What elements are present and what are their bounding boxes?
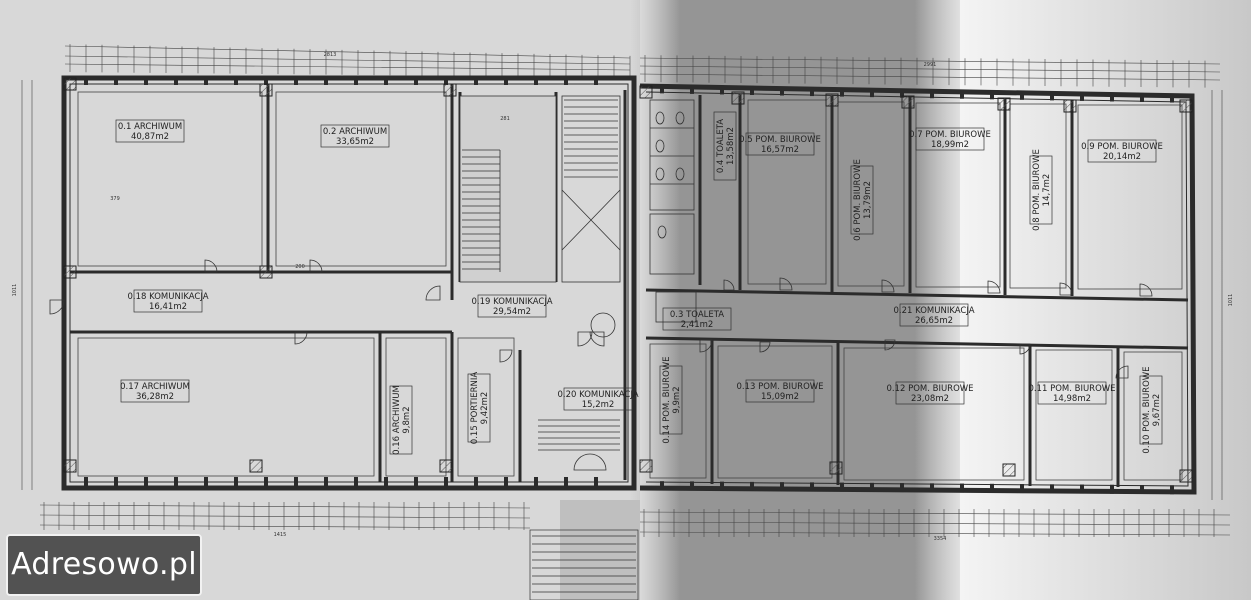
dimension-text: 379 xyxy=(110,196,120,202)
outer-walls xyxy=(61,75,1197,495)
room-name: 0.17 ARCHIWUM xyxy=(120,382,190,392)
room-area: 15,09m2 xyxy=(761,392,799,402)
room-name: 0.16 ARCHIWUM xyxy=(392,385,402,455)
room-area: 2,41m2 xyxy=(681,320,714,330)
room-area: 14,98m2 xyxy=(1053,394,1091,404)
room-name: 0.12 POM. BIUROWE xyxy=(886,384,973,394)
room-area: 13,58m2 xyxy=(726,127,736,165)
room-area: 36,28m2 xyxy=(136,392,174,402)
room-name: 0.14 POM. BIUROWE xyxy=(662,356,672,443)
room-area: 9,9m2 xyxy=(672,386,682,413)
bottom-dimension-lines xyxy=(39,504,1231,536)
room-area: 13,79m2 xyxy=(863,181,873,219)
room-area: 9,67m2 xyxy=(1152,394,1162,427)
room-name: 0.1 ARCHIWUM xyxy=(118,122,182,132)
room-name: 0.11 POM. BIUROWE xyxy=(1028,384,1115,394)
room-area: 16,57m2 xyxy=(761,145,799,155)
dimension-text: 3354 xyxy=(934,536,947,542)
dimension-text: 1415 xyxy=(274,532,287,538)
room-name: 0.21 KOMUNIKACJA xyxy=(893,306,974,316)
room-name: 0.7 POM. BIUROWE xyxy=(909,130,991,140)
room-area: 15,2m2 xyxy=(582,400,615,410)
room-name: 0.13 POM. BIUROWE xyxy=(736,382,823,392)
room-area: 29,54m2 xyxy=(493,307,531,317)
room-area: 18,99m2 xyxy=(931,140,969,150)
top-dimension-lines xyxy=(64,45,1221,81)
room-area: 20,14m2 xyxy=(1103,152,1141,162)
room-name: 0.4 TOALETA xyxy=(716,119,726,173)
adresowo-watermark: Adresowo.pl xyxy=(6,534,202,596)
room-name: 0.5 POM. BIUROWE xyxy=(739,135,821,145)
room-name: 0.10 POM. BIUROWE xyxy=(1142,366,1152,453)
room-area: 14,7m2 xyxy=(1042,174,1052,207)
toilet-fixtures xyxy=(649,99,697,323)
room-name: 0.3 TOALETA xyxy=(670,310,724,320)
room-name: 0.19 KOMUNIKACJA xyxy=(471,297,552,307)
room-name: 0.9 POM. BIUROWE xyxy=(1081,142,1163,152)
room-name: 0.18 KOMUNIKACJA xyxy=(127,292,208,302)
room-name: 0.15 PORTIERNIA xyxy=(470,372,480,445)
dimension-text: 1011 xyxy=(12,284,18,297)
dimension-text: 1011 xyxy=(1228,294,1234,307)
room-area: 16,41m2 xyxy=(149,302,187,312)
room-area: 33,65m2 xyxy=(336,137,374,147)
dimension-text: 2813 xyxy=(324,52,337,58)
room-area: 26,65m2 xyxy=(915,316,953,326)
room-name: 0.2 ARCHIWUM xyxy=(323,127,387,137)
room-area: 23,08m2 xyxy=(911,394,949,404)
room-name: 0.20 KOMUNIKACJA xyxy=(557,390,638,400)
dimension-text: 200 xyxy=(295,264,305,270)
room-name: 0.8 POM. BIUROWE xyxy=(1032,149,1042,231)
dimension-text: 281 xyxy=(500,116,510,122)
room-area: 9,42m2 xyxy=(480,392,490,425)
staircase xyxy=(459,95,557,283)
room-name: 0.6 POM. BIUROWE xyxy=(853,159,863,241)
dimension-text: 2991 xyxy=(924,62,937,68)
room-area: 9,8m2 xyxy=(402,406,412,433)
room-area: 40,87m2 xyxy=(131,132,169,142)
